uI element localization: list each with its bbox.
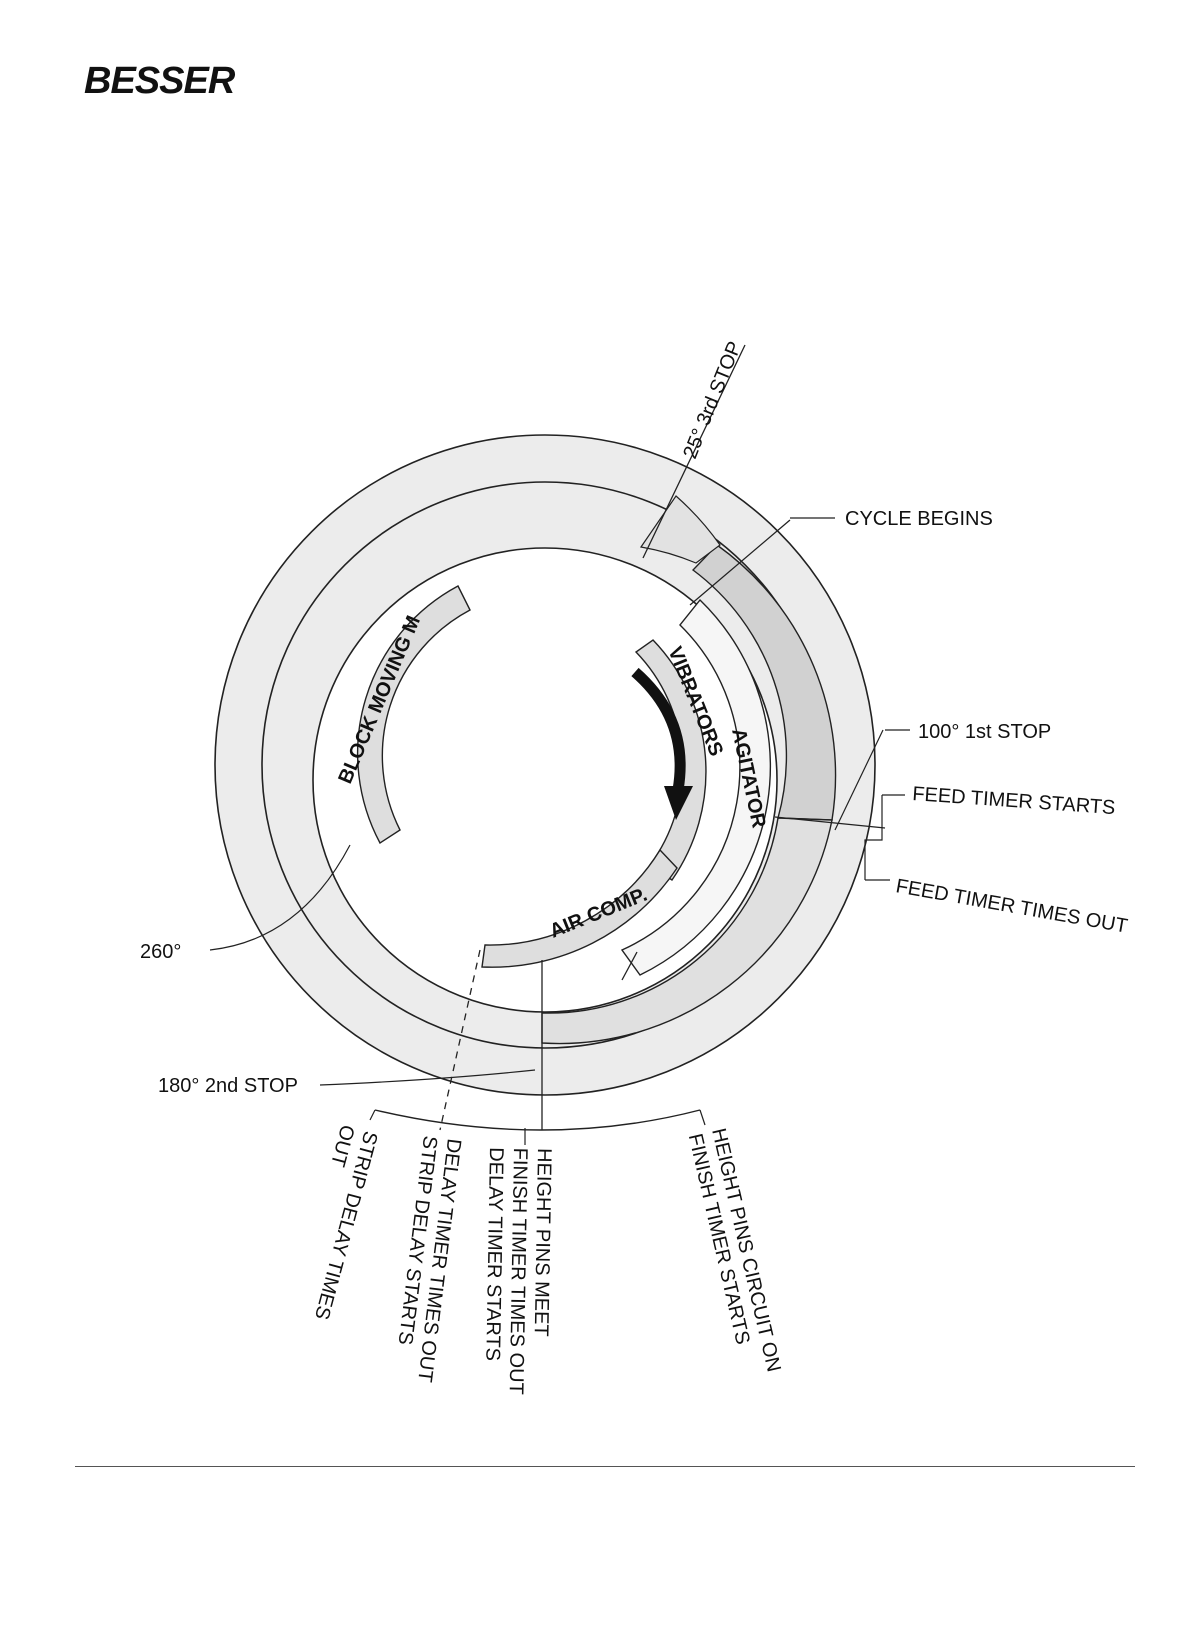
svg-text:FINISH TIMER TIMES OUT: FINISH TIMER TIMES OUT [505,1147,531,1394]
line-100-stop [774,816,886,829]
rotation-arrow [631,667,686,791]
label-delay-timer-times-out: DELAY TIMER TIMES OUT STRIP DELAY STARTS [394,1134,465,1383]
line-height-circuit [621,951,638,981]
rotation-arrowhead [664,786,693,820]
footer-rule [75,1466,1135,1467]
label-180-2nd-stop: 180° 2nd STOP [158,1075,298,1097]
label-feed-timer-times-out: FEED TIMER TIMES OUT [894,875,1129,937]
label-feed-timer-starts: FEED TIMER STARTS [912,783,1116,819]
block-moving-band [356,585,471,845]
line-delay-dashed [439,949,481,1131]
label-height-pins-circuit-on: HEIGHT PINS CIRCUIT ON FINISH TIMER STAR… [684,1126,785,1374]
besser-logo: BESSER [84,60,237,100]
cycle-to-3rd-light-sector [639,495,721,564]
svg-text:DELAY TIMER STARTS: DELAY TIMER STARTS [481,1147,507,1361]
line-25-stop [642,344,746,559]
label-strip-delay-times-out: STRIP DELAY TIMES OUT [310,1122,381,1321]
air-comp-band [481,848,678,968]
agitator-band [620,598,772,976]
label-100-1st-stop: 100° 1st STOP [918,721,1051,743]
svg-text:HEIGHT PINS MEET: HEIGHT PINS MEET [530,1148,555,1337]
label-height-pins-meet: HEIGHT PINS MEET FINISH TIMER TIMES OUT … [481,1147,555,1395]
line-cycle-begins [689,519,791,606]
label-25-3rd-stop: 25° 3rd STOP [679,338,746,462]
label-cycle-begins: CYCLE BEGINS [845,508,993,530]
logo-text: BESSER [84,60,236,100]
label-260: 260° [140,941,181,963]
